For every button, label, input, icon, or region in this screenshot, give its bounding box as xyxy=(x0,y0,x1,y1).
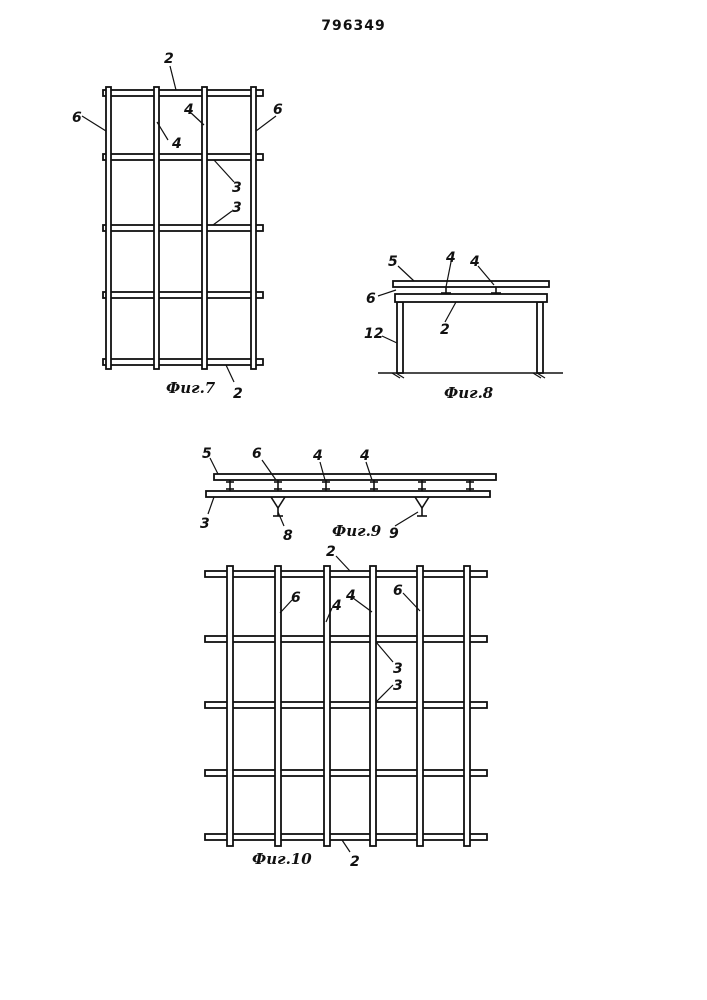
leader xyxy=(342,840,350,852)
leader xyxy=(398,266,414,281)
leader xyxy=(82,116,106,131)
leader xyxy=(256,116,276,131)
fig9-label-4b: 4 xyxy=(359,448,370,464)
figure-8: 5 4 4 6 2 12 Фиг.8 xyxy=(364,250,563,402)
leader xyxy=(382,336,397,343)
fig10-label-2-top: 2 xyxy=(326,544,336,560)
fig10-label-2-bottom: 2 xyxy=(350,854,360,870)
fig7-beam xyxy=(103,292,263,298)
fig9-connectors xyxy=(226,480,474,491)
fig7-label-6-right: 6 xyxy=(273,102,283,118)
leader xyxy=(336,556,350,571)
fig7-label-2-top: 2 xyxy=(164,51,174,67)
leader xyxy=(208,497,214,514)
fig8-label-4a: 4 xyxy=(445,250,456,266)
leader xyxy=(226,365,234,382)
fig7-girder xyxy=(202,87,207,369)
leader xyxy=(376,685,393,702)
fig10-label-4a: 4 xyxy=(331,598,342,614)
fig7-beam xyxy=(103,154,263,160)
fig9-lower-beam xyxy=(206,491,490,497)
fig8-label-12: 12 xyxy=(364,326,383,342)
leader xyxy=(395,512,418,526)
fig10-label-6b: 6 xyxy=(393,583,403,599)
fig10-label-3a: 3 xyxy=(393,661,403,677)
fig9-label-3: 3 xyxy=(200,516,210,532)
leader xyxy=(214,160,234,182)
fig8-label-4b: 4 xyxy=(469,254,480,270)
leader xyxy=(278,512,284,526)
fig9-supports xyxy=(271,497,429,516)
fig7-label-2-bottom: 2 xyxy=(233,386,243,402)
fig10-beam xyxy=(205,636,487,642)
fig9-label-8: 8 xyxy=(283,528,293,544)
fig8-upper-deck xyxy=(393,281,549,287)
figure-10: 2 6 6 4 4 3 3 2 Фиг.10 xyxy=(205,544,487,870)
leader xyxy=(170,66,176,90)
fig7-beam-top xyxy=(103,90,263,96)
fig9-upper-deck xyxy=(214,474,496,480)
fig10-girder xyxy=(275,566,281,846)
leader xyxy=(445,302,456,322)
fig9-label-6: 6 xyxy=(252,446,262,462)
fig7-girder xyxy=(154,87,159,369)
fig10-beam-top xyxy=(205,571,487,577)
leader xyxy=(378,290,396,296)
fig7-caption: Фиг.7 xyxy=(166,379,216,397)
fig8-label-2: 2 xyxy=(440,322,450,338)
fig7-label-4a: 4 xyxy=(171,136,182,152)
fig10-label-4b: 4 xyxy=(345,588,356,604)
fig8-column-left xyxy=(397,302,403,373)
fig9-label-4a: 4 xyxy=(312,448,323,464)
fig10-girder xyxy=(464,566,470,846)
fig10-beam-bottom xyxy=(205,834,487,840)
fig10-beam xyxy=(205,770,487,776)
fig7-label-3b: 3 xyxy=(232,200,242,216)
fig10-caption: Фиг.10 xyxy=(252,850,312,868)
fig10-girder xyxy=(370,566,376,846)
fig10-label-3b: 3 xyxy=(393,678,403,694)
fig10-girder xyxy=(227,566,233,846)
fig10-girder xyxy=(324,566,330,846)
fig9-label-9: 9 xyxy=(389,526,399,542)
fig7-girder-left xyxy=(106,87,111,369)
fig7-label-3a: 3 xyxy=(232,180,242,196)
fig8-lower-beam xyxy=(395,294,547,302)
leader xyxy=(376,642,393,662)
fig7-beam-bottom xyxy=(103,359,263,365)
fig10-label-6a: 6 xyxy=(291,590,301,606)
fig7-label-6-left: 6 xyxy=(72,110,82,126)
fig7-beam xyxy=(103,225,263,231)
fig9-label-5: 5 xyxy=(202,446,212,462)
fig8-caption: Фиг.8 xyxy=(444,384,494,402)
fig7-label-4b: 4 xyxy=(183,102,194,118)
fig10-beam xyxy=(205,702,487,708)
figure-7: 2 6 6 4 4 3 3 2 Фиг.7 xyxy=(72,51,283,402)
fig8-label-5: 5 xyxy=(388,254,398,270)
fig8-column-right xyxy=(537,302,543,373)
figure-9: 5 6 4 4 3 8 9 Фиг.9 xyxy=(200,446,496,544)
fig9-caption: Фиг.9 xyxy=(332,522,382,540)
leader xyxy=(213,211,232,225)
fig8-label-6: 6 xyxy=(366,291,376,307)
fig7-girder-right xyxy=(251,87,256,369)
